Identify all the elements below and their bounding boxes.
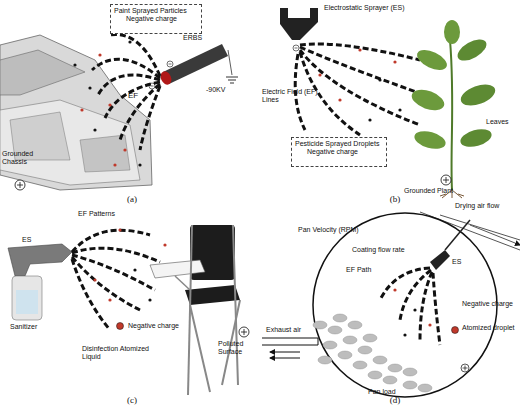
sanitizer-gun: [8, 244, 72, 320]
panel-label: (d): [383, 396, 407, 406]
callout-label: Negative charge: [462, 300, 518, 308]
callout-label: Electric Field (EF) Lines: [262, 88, 324, 103]
car-body: [0, 35, 152, 190]
chair: [150, 225, 249, 395]
droplets: [93, 228, 166, 329]
box-heading: Paint Sprayed Particles: [114, 7, 198, 15]
callout-label: ES: [22, 236, 42, 244]
callout-label: Pan load: [368, 388, 408, 396]
callout-label: -90KV: [206, 86, 242, 94]
callout-label: Grounded Chassis: [2, 150, 44, 165]
droplets: [296, 48, 402, 147]
callout-label: Grounded Plant: [404, 187, 474, 195]
field-lines: [92, 35, 160, 150]
droplets: [73, 12, 141, 167]
callout-label: EF Path: [346, 266, 382, 274]
callout-label: Drying air flow: [455, 202, 519, 210]
legend-box: Paint Sprayed ParticlesNegative charge: [110, 4, 202, 34]
callout-label: Electrostatic Sprayer (ES): [324, 4, 424, 12]
box-heading: Pesticide Sprayed Droplets: [295, 140, 383, 148]
callout-label: EF: [128, 92, 148, 101]
callout-label: Coating flow rate: [352, 246, 414, 254]
box-note: Negative charge: [114, 15, 198, 23]
field-lines: [380, 268, 440, 345]
electrostatic-gun: [149, 44, 238, 89]
panel-label: (a): [120, 195, 144, 205]
callout-label: Polluted Surface: [218, 340, 264, 355]
legend-box: Pesticide Sprayed DropletsNegative charg…: [291, 137, 387, 167]
droplets: [393, 288, 469, 372]
field-lines: [72, 230, 160, 330]
callout-label: Disinfection Atomized Liquid: [82, 345, 162, 360]
callout-label: Sanitizer: [10, 323, 54, 331]
callout-label: ERBS: [183, 34, 213, 42]
coating-pan: [262, 212, 520, 397]
callout-label: ES: [452, 258, 468, 266]
plant: [409, 20, 498, 198]
callout-label: EF Patterns: [78, 210, 130, 218]
panel-label: (c): [120, 396, 144, 406]
callout-label: Atomized droplet: [462, 324, 518, 332]
callout-label: Pan Velocity (RPM): [298, 226, 370, 234]
box-note: Negative charge: [295, 148, 383, 156]
panel-label: (b): [383, 195, 407, 205]
callout-label: Leaves: [486, 118, 520, 126]
callout-label: Exhaust air: [266, 326, 316, 334]
callout-label: Negative charge: [128, 322, 188, 330]
